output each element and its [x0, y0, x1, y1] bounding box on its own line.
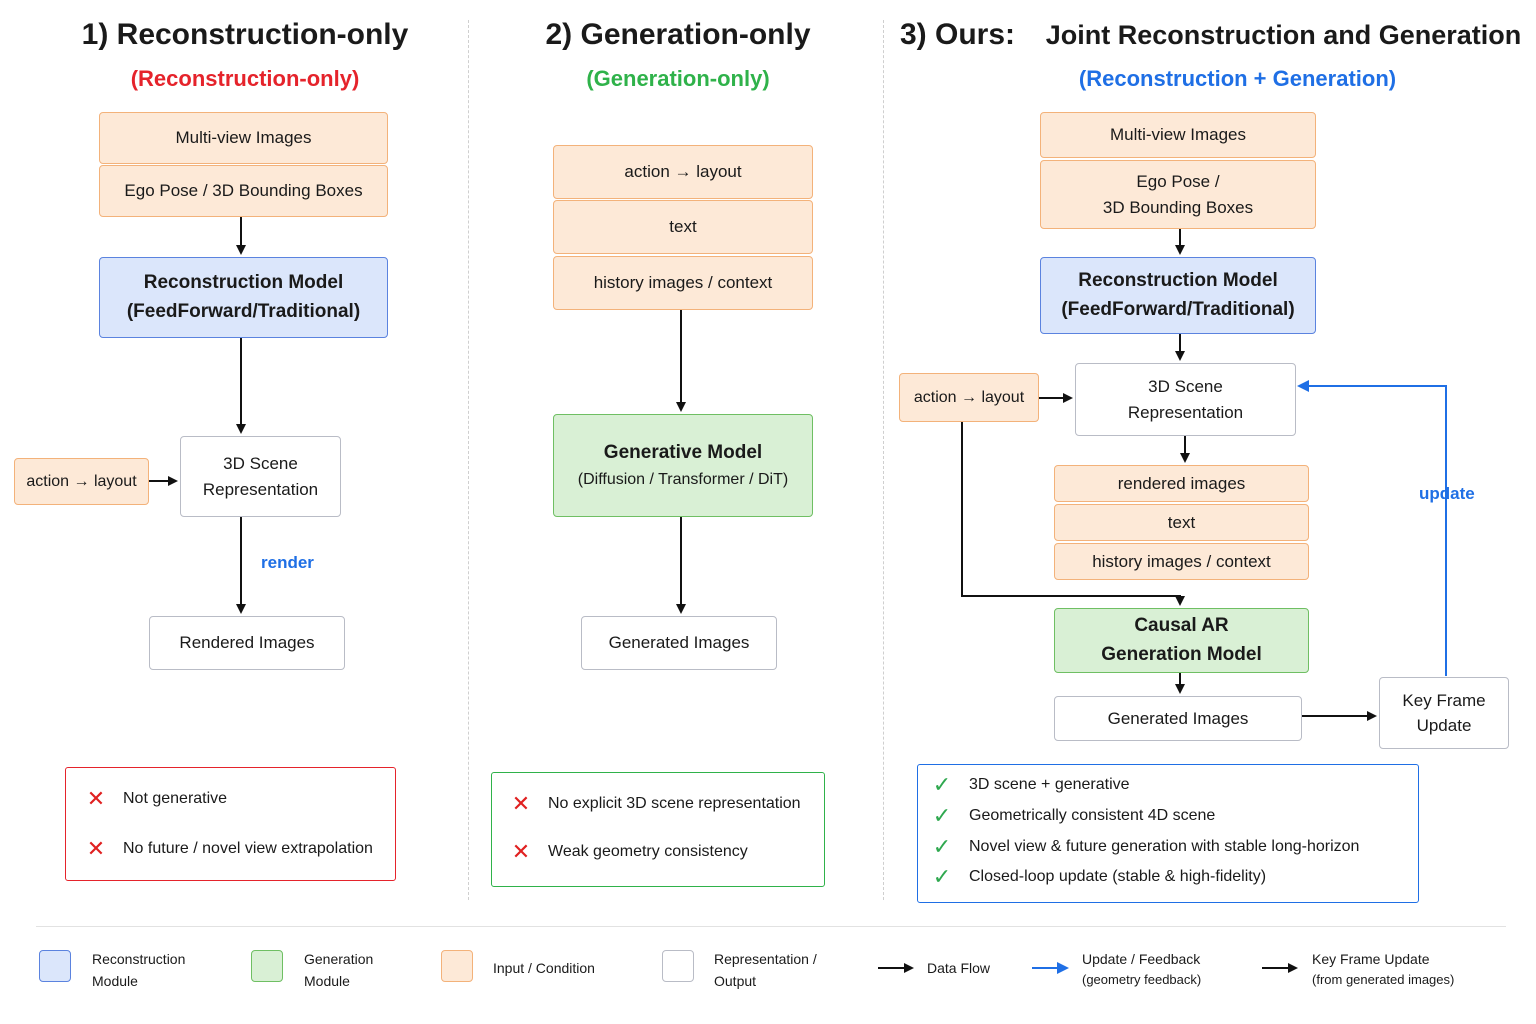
p3-reconstruction-model: Reconstruction Model (FeedForward/Tradit… — [1040, 257, 1316, 334]
p2-text-input: text — [553, 200, 813, 254]
p3-scene-representation: 3D Scene Representation — [1075, 363, 1296, 436]
p2-con-text: Weak geometry consistency — [548, 843, 748, 860]
p3-keyframe-update: Key Frame Update — [1379, 677, 1509, 749]
p3-text-cond: text — [1054, 504, 1309, 541]
p1-render-label: render — [261, 553, 314, 572]
legend-gen-swatch — [251, 950, 283, 982]
legend-input-label: Input / Condition — [493, 960, 595, 976]
p3-keyframe-line1: Key Frame — [1402, 690, 1486, 710]
p2-con-item: ✕ Weak geometry consistency — [508, 839, 748, 865]
p3-ar-line2: Generation Model — [1101, 643, 1262, 665]
panel3-subtitle: (Reconstruction + Generation) — [1078, 66, 1397, 91]
p2-model-type: (Diffusion / Transformer / DiT) — [577, 470, 789, 488]
legend-divider — [36, 926, 1506, 927]
check-icon: ✓ — [932, 864, 952, 889]
p1-con-item: ✕ No future / novel view extrapolation — [83, 836, 373, 862]
panel-divider — [468, 20, 469, 900]
p3-egopose-input: Ego Pose / 3D Bounding Boxes — [1040, 160, 1316, 229]
p3-pro-item: ✓ Closed-loop update (stable & high-fide… — [929, 864, 1266, 890]
panel1-subtitle: (Reconstruction-only) — [130, 66, 360, 91]
legend-flow-label: Data Flow — [927, 960, 991, 976]
legend-rep-label: Representation /Output — [714, 951, 817, 990]
p3-pro-text: 3D scene + generative — [969, 776, 1130, 793]
panel3-title-prefix: 3) Ours: — [900, 18, 1016, 51]
p1-model-type: (FeedForward/Traditional) — [126, 300, 361, 322]
p3-pro-item: ✓ Novel view & future generation with st… — [929, 834, 1360, 860]
panel2-title: 2) Generation-only — [545, 18, 811, 51]
p2-generative-model: Generative Model (Diffusion / Transforme… — [553, 414, 813, 517]
p3-scene-line2: Representation — [1127, 402, 1244, 422]
p1-rendered-images-output: Rendered Images — [149, 616, 345, 670]
p1-egopose-input: Ego Pose / 3D Bounding Boxes — [99, 165, 388, 217]
p1-model-name: Reconstruction Model — [143, 272, 344, 293]
cross-icon: ✕ — [86, 836, 106, 861]
p3-pro-text: Closed-loop update (stable & high-fideli… — [969, 868, 1267, 885]
p3-egopose-line1: Ego Pose / — [1136, 172, 1220, 191]
p3-ar-line1: Causal AR — [1134, 615, 1229, 636]
p2-generated-images-output: Generated Images — [581, 616, 777, 670]
legend-recon-swatch — [39, 950, 71, 982]
p3-multiview-input: Multi-view Images — [1040, 112, 1316, 158]
p3-model-type: (FeedForward/Traditional) — [1061, 298, 1295, 320]
p3-keyframe-line2: Update — [1416, 716, 1472, 735]
p3-causal-ar-model: Causal AR Generation Model — [1054, 608, 1309, 673]
p2-con-text: No explicit 3D scene representation — [548, 795, 801, 812]
p1-cons-box — [65, 767, 396, 881]
panel-divider — [883, 20, 884, 900]
p1-action-input: action → layout — [14, 458, 149, 505]
p3-action-input: action → layout — [899, 373, 1039, 422]
p1-con-text: Not generative — [123, 790, 228, 807]
p3-update-label: update — [1419, 484, 1475, 503]
p2-action-input: action → layout — [553, 145, 813, 199]
check-icon: ✓ — [932, 772, 952, 797]
p2-history-input: history images / context — [553, 256, 813, 310]
p3-egopose-line2: 3D Bounding Boxes — [1102, 197, 1254, 217]
cross-icon: ✕ — [511, 839, 531, 864]
p3-model-name: Reconstruction Model — [1078, 270, 1278, 291]
p2-model-name: Generative Model — [603, 442, 763, 464]
panel1-title: 1) Reconstruction-only — [81, 18, 409, 51]
p1-con-item: ✕ Not generative — [83, 786, 227, 812]
cross-icon: ✕ — [86, 786, 106, 811]
p1-multiview-input: Multi-view Images — [99, 112, 388, 164]
check-icon: ✓ — [932, 834, 952, 859]
p3-pro-text: Geometrically consistent 4D scene — [969, 807, 1216, 824]
panel3-title-rest: Joint Reconstruction and Generation — [1045, 20, 1522, 50]
p2-cons-box — [491, 772, 825, 887]
p3-pros-box — [917, 764, 1419, 903]
p1-reconstruction-model: Reconstruction Model (FeedForward/Tradit… — [99, 257, 388, 338]
legend-keyframe-label: Key Frame Update(from generated images) — [1312, 951, 1455, 988]
p3-rendered-images-cond: rendered images — [1054, 465, 1309, 502]
p3-scene-line1: 3D Scene — [1148, 377, 1223, 396]
p1-scene-line1: 3D Scene — [223, 454, 298, 473]
check-icon: ✓ — [932, 803, 952, 828]
panel2-subtitle: (Generation-only) — [586, 66, 770, 91]
p3-pro-text: Novel view & future generation with stab… — [969, 838, 1360, 855]
p3-history-cond: history images / context — [1054, 543, 1309, 580]
p2-con-item: ✕ No explicit 3D scene representation — [508, 791, 801, 817]
p1-con-text: No future / novel view extrapolation — [123, 840, 373, 857]
legend-rep-swatch — [662, 950, 694, 982]
p3-generated-images-output: Generated Images — [1054, 696, 1302, 741]
legend-update-label: Update / Feedback(geometry feedback) — [1082, 951, 1202, 988]
panel3-title: 3) Ours: Joint Reconstruction and Genera… — [900, 18, 1525, 52]
p3-pro-item: ✓ 3D scene + generative — [929, 772, 1130, 798]
arrow-p3-update-feedback — [1297, 380, 1447, 676]
cross-icon: ✕ — [511, 791, 531, 816]
legend-input-swatch — [441, 950, 473, 982]
p3-pro-item: ✓ Geometrically consistent 4D scene — [929, 803, 1216, 829]
p1-scene-representation: 3D Scene Representation — [180, 436, 341, 517]
arrow-p3-action-to-ar — [961, 422, 1185, 606]
p1-scene-line2: Representation — [202, 479, 319, 499]
